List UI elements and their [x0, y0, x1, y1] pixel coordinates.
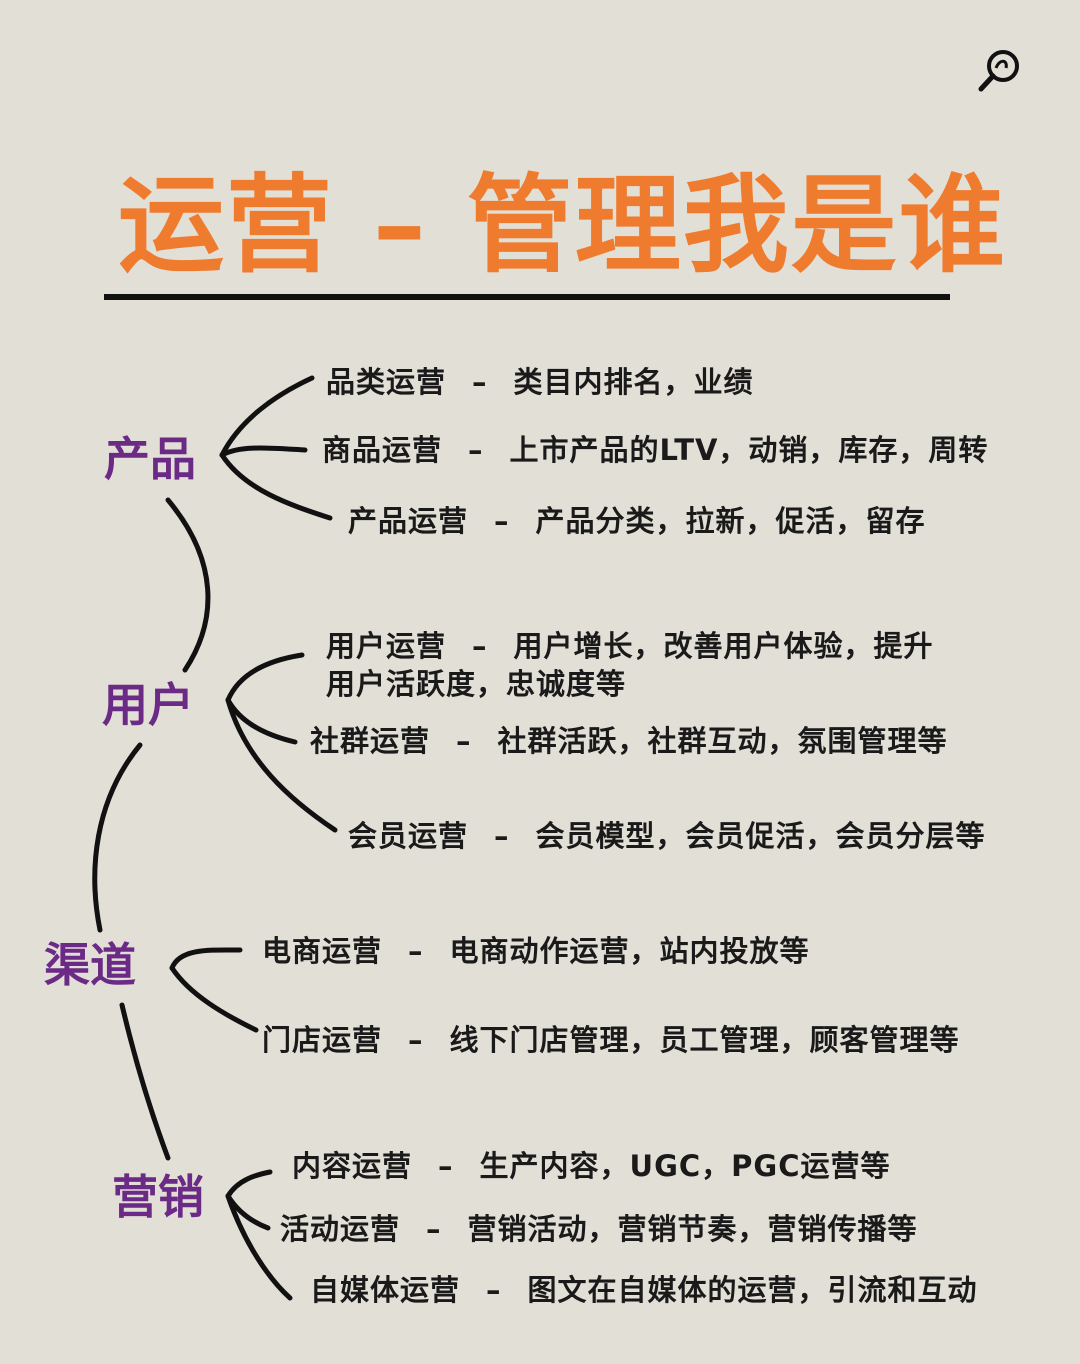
list-item: 自媒体运营–图文在自媒体的运营，引流和互动 [310, 1272, 978, 1310]
item-dash: – [426, 1212, 442, 1246]
item-key: 自媒体运营 [310, 1273, 461, 1307]
title-underline [104, 294, 950, 300]
item-key: 会员运营 [348, 819, 469, 853]
list-item: 会员运营–会员模型，会员促活，会员分层等 [348, 818, 986, 856]
branch-product-3 [219, 452, 333, 521]
item-desc: 会员模型，会员促活，会员分层等 [535, 819, 986, 853]
magnifier-icon [978, 50, 1019, 92]
spine-product-user [165, 497, 211, 673]
item-key: 电商运营 [262, 934, 383, 968]
item-desc: 用户增长，改善用户体验，提升用户活跃度，忠诚度等 [326, 629, 934, 701]
list-item: 门店运营–线下门店管理，员工管理，顾客管理等 [262, 1022, 960, 1060]
item-dash: – [438, 1149, 454, 1183]
branch-user-3 [225, 697, 338, 833]
list-item: 电商运营–电商动作运营，站内投放等 [262, 933, 810, 971]
spine-user-channel [92, 742, 143, 933]
page-title: 运营 – 管理我是谁 [118, 164, 1007, 287]
item-desc: 产品分类，拉新，促活，留存 [535, 504, 926, 538]
item-dash: – [486, 1273, 502, 1307]
item-key: 门店运营 [262, 1023, 383, 1057]
branch-channel-1 [169, 947, 243, 971]
item-key: 活动运营 [280, 1212, 401, 1246]
item-key: 品类运营 [326, 365, 447, 399]
item-dash: – [456, 724, 472, 758]
item-desc: 电商动作运营，站内投放等 [449, 934, 810, 968]
item-dash: – [494, 819, 510, 853]
branch-user-1 [225, 652, 305, 703]
branch-marketing-3 [225, 1193, 293, 1301]
item-desc: 线下门店管理，员工管理，顾客管理等 [449, 1023, 960, 1057]
item-desc: 社群活跃，社群互动，氛围管理等 [497, 724, 948, 758]
item-dash: – [408, 934, 424, 968]
branch-product-2 [219, 445, 308, 458]
item-key: 产品运营 [348, 504, 469, 538]
category-channel: 渠道 [44, 938, 136, 992]
item-desc: 图文在自媒体的运营，引流和互动 [527, 1273, 978, 1307]
list-item: 活动运营–营销活动，营销节奏，营销传播等 [280, 1211, 918, 1249]
item-dash: – [468, 433, 484, 467]
spine-channel-marketing [119, 1002, 171, 1161]
branch-channel-2 [169, 965, 259, 1033]
item-key: 用户运营 [326, 629, 447, 663]
item-dash: – [494, 504, 510, 538]
branch-marketing-1 [225, 1169, 273, 1199]
item-desc: 上市产品的LTV，动销，库存，周转 [509, 433, 989, 467]
item-desc: 类目内排名，业绩 [513, 365, 754, 399]
item-dash: – [472, 629, 488, 663]
item-key: 社群运营 [310, 724, 431, 758]
item-key: 内容运营 [292, 1149, 413, 1183]
branch-product-1 [219, 375, 315, 458]
item-desc: 生产内容，UGC，PGC运营等 [479, 1149, 891, 1183]
item-dash: – [408, 1023, 424, 1057]
item-dash: – [472, 365, 488, 399]
category-user: 用户 [102, 678, 194, 732]
category-product: 产品 [104, 432, 196, 486]
item-key: 商品运营 [322, 433, 443, 467]
list-item: 品类运营–类目内排名，业绩 [326, 364, 754, 402]
item-desc: 营销活动，营销节奏，营销传播等 [467, 1212, 918, 1246]
list-item: 商品运营–上市产品的LTV，动销，库存，周转 [322, 432, 988, 470]
list-item: 社群运营–社群活跃，社群互动，氛围管理等 [310, 723, 948, 761]
list-item: 内容运营–生产内容，UGC，PGC运营等 [292, 1148, 891, 1186]
list-item: 用户运营–用户增长，改善用户体验，提升用户活跃度，忠诚度等 [326, 628, 946, 703]
category-marketing: 营销 [112, 1170, 204, 1224]
list-item: 产品运营–产品分类，拉新，促活，留存 [348, 503, 926, 541]
